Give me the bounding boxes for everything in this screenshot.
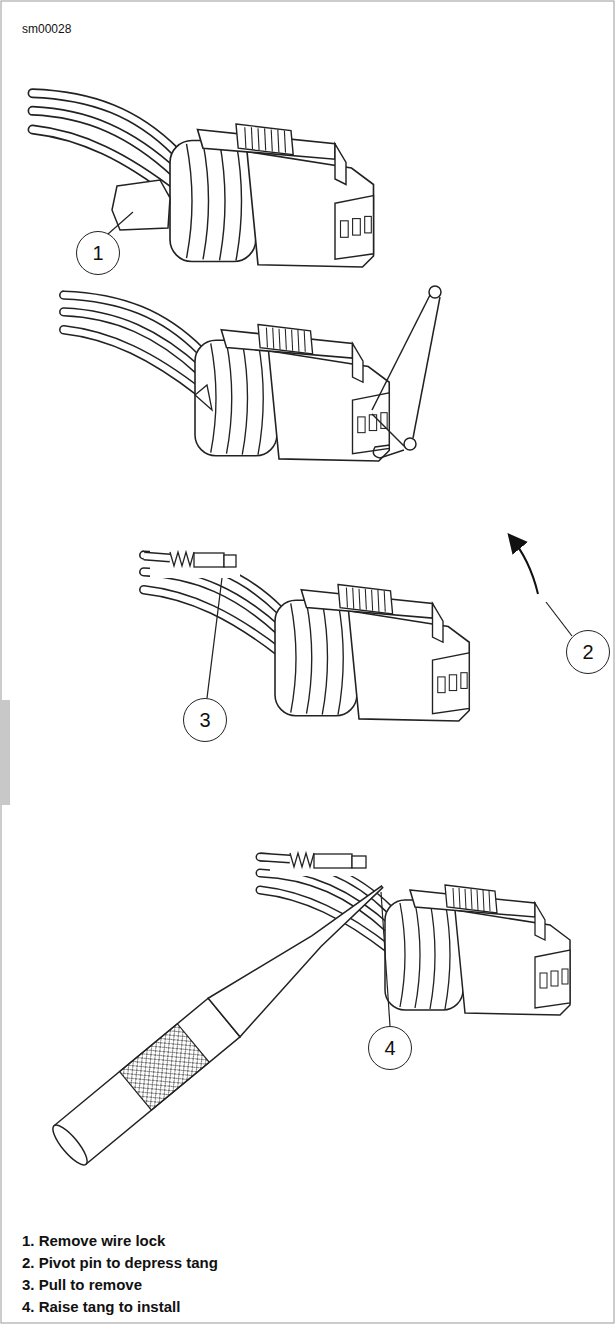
pick-tool (208, 868, 398, 1037)
safety-pin (372, 414, 404, 446)
step-text: 3. Pull to remove (22, 1276, 142, 1294)
pick-tool (48, 868, 398, 1170)
leader-line (207, 578, 222, 698)
leader-line (381, 892, 390, 1026)
terminal (170, 552, 194, 566)
safety-pin (404, 438, 416, 450)
leader-line (108, 212, 133, 234)
terminal (290, 853, 314, 867)
callout-number: 1 (92, 243, 103, 263)
callout-circle: 2 (566, 630, 610, 674)
safety-pin (372, 286, 441, 458)
connector-view-four (48, 848, 570, 1169)
terminal (352, 856, 366, 868)
pick-tool (120, 1024, 210, 1110)
terminal (194, 553, 224, 567)
connector-view-three (144, 555, 470, 721)
connector-view-three (150, 548, 240, 578)
terminal (314, 854, 352, 868)
callout-number: 2 (582, 642, 593, 662)
connector-view-three (144, 548, 470, 721)
callout-circle: 1 (76, 231, 120, 275)
pick-tool (54, 998, 240, 1164)
leader-line (546, 602, 572, 636)
connector-view-two (64, 286, 572, 636)
figure-code: sm00028 (22, 22, 71, 36)
scan-mark (0, 700, 10, 805)
terminal (224, 555, 236, 567)
callout-number: 3 (199, 710, 210, 730)
connector-view-two (64, 295, 390, 461)
step-text: 1. Remove wire lock (22, 1232, 165, 1250)
connector-view-two (195, 385, 212, 410)
connector-view-four (260, 857, 290, 859)
connector-view-three (144, 556, 170, 558)
callout-number: 4 (384, 1038, 395, 1058)
connector-view-three (144, 556, 170, 558)
callout-circle: 4 (368, 1026, 412, 1070)
terminal (170, 552, 236, 567)
terminal (290, 853, 366, 868)
step-text: 2. Pivot pin to depress tang (22, 1254, 218, 1272)
safety-pin (373, 445, 404, 458)
step-text: 4. Raise tang to install (22, 1298, 180, 1316)
pivot-arrow (510, 536, 538, 594)
callout-circle: 3 (183, 698, 227, 742)
safety-pin (413, 297, 440, 438)
connector-view-four (260, 857, 570, 1015)
safety-pin (429, 286, 441, 298)
connector-view-four (260, 857, 290, 859)
pick-tool (48, 1121, 92, 1170)
